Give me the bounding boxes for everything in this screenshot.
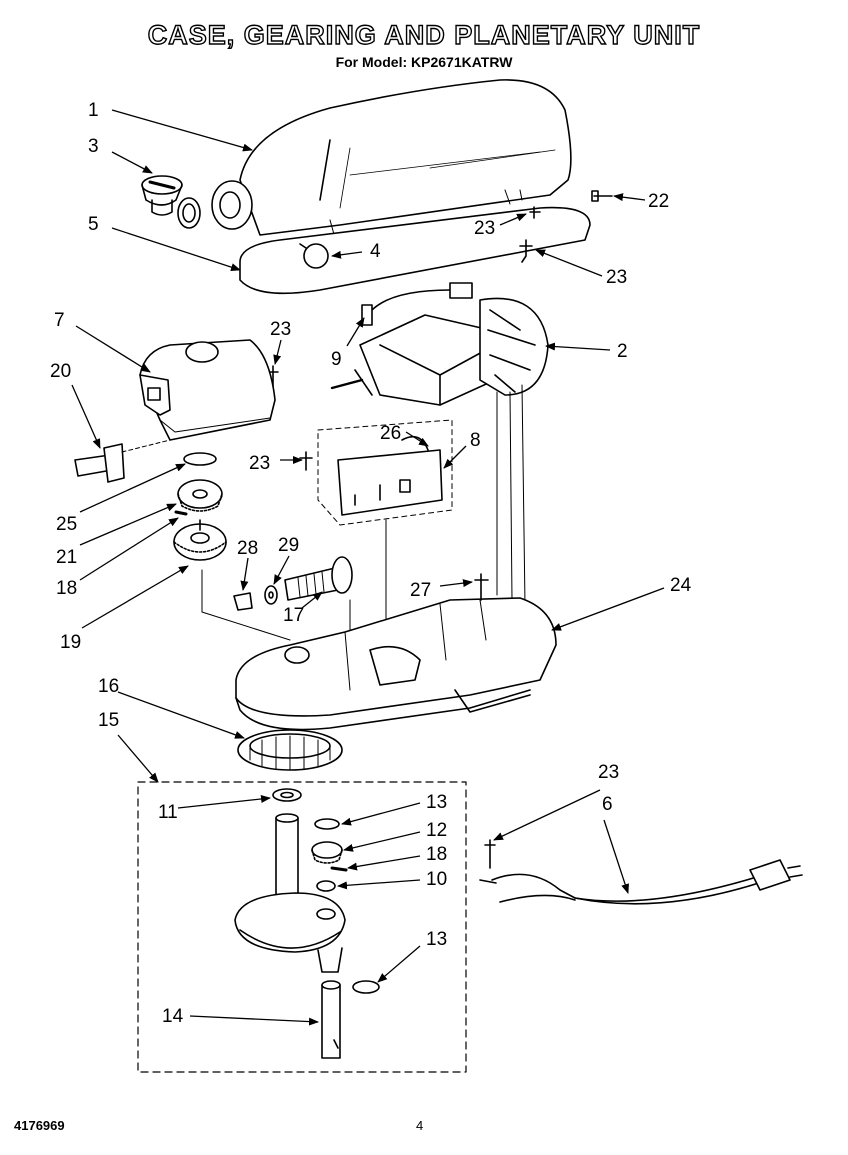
callout-20: 20 <box>50 361 71 382</box>
leader-5 <box>111 227 241 271</box>
callout-5: 5 <box>88 214 99 235</box>
attachment-knob-part <box>141 175 201 229</box>
callout-24: 24 <box>670 575 692 596</box>
leader-7 <box>75 325 151 373</box>
callout-17: 17 <box>283 605 304 626</box>
leader-18a <box>79 517 179 581</box>
callout-3: 3 <box>88 136 99 157</box>
hinge-pin-part <box>299 243 329 269</box>
leader-6 <box>603 819 629 894</box>
callout-8: 8 <box>470 430 481 451</box>
planetary-parts <box>234 788 380 1059</box>
callout-28: 28 <box>237 538 258 559</box>
callout-15: 15 <box>98 710 119 731</box>
planetary-unit-frame <box>137 781 467 1073</box>
leader-21 <box>79 503 177 546</box>
leader-13b <box>377 945 421 983</box>
leader-19 <box>81 565 189 629</box>
guide-line-motor <box>496 384 526 606</box>
leader-11 <box>177 794 271 809</box>
drive-gear-part <box>174 479 223 516</box>
callout-22: 22 <box>648 191 669 212</box>
leader-23b <box>535 249 603 277</box>
callout-23-motor: 23 <box>606 267 627 288</box>
motor-part <box>330 297 549 406</box>
attachment-shaft-part <box>74 439 171 483</box>
snap-ring-part <box>183 452 217 466</box>
power-cord-part <box>479 839 803 905</box>
leader-13a <box>341 802 421 826</box>
leader-16 <box>117 691 245 739</box>
callout-4: 4 <box>370 241 381 262</box>
leader-10 <box>337 879 421 890</box>
leader-18b <box>347 855 421 871</box>
worm-assembly-part <box>233 556 353 611</box>
leader-24 <box>551 587 665 631</box>
callout-18-lower: 18 <box>426 844 447 865</box>
callout-23-gearcase: 23 <box>270 319 291 340</box>
bevel-gear-part <box>173 519 227 561</box>
leader-29 <box>273 555 290 585</box>
motor-housing-part <box>211 79 572 239</box>
leader-12 <box>343 831 421 852</box>
leader-4 <box>331 250 363 259</box>
leader-23a <box>499 213 527 226</box>
leader-14 <box>189 1015 319 1026</box>
model-line: For Model: KP2671KATRW <box>335 54 513 70</box>
leader-22 <box>613 193 646 202</box>
screw-23-mid-part <box>519 239 533 263</box>
leader-26 <box>405 431 429 447</box>
leader-17 <box>301 591 323 609</box>
callout-18-upper: 18 <box>56 578 77 599</box>
callout-25: 25 <box>56 514 77 535</box>
callout-21: 21 <box>56 547 77 568</box>
callout-23-cord: 23 <box>598 762 619 783</box>
leader-9 <box>346 317 365 347</box>
callout-6: 6 <box>602 794 613 815</box>
callout-10: 10 <box>426 869 447 890</box>
callout-9: 9 <box>331 349 342 370</box>
callout-23-board: 23 <box>249 453 270 474</box>
screw-22-part <box>591 190 613 202</box>
leader-20 <box>71 384 101 449</box>
leader-15 <box>117 734 159 783</box>
housing-gasket-part <box>239 206 591 295</box>
wire-harness-part <box>361 282 473 326</box>
leader-25 <box>79 463 186 513</box>
leader-1 <box>111 109 253 152</box>
callout-13-lower: 13 <box>426 929 447 950</box>
leader-2 <box>545 342 611 351</box>
callout-1: 1 <box>88 100 99 121</box>
leader-8 <box>443 445 467 469</box>
callout-13-upper: 13 <box>426 792 447 813</box>
callout-11: 11 <box>158 802 178 823</box>
callout-23-top: 23 <box>474 218 495 239</box>
leader-27 <box>439 579 473 588</box>
screw-27-part <box>474 573 489 601</box>
document-number: 4176969 <box>14 1118 65 1133</box>
callout-7: 7 <box>54 310 65 331</box>
screw-23-top-part <box>529 206 541 219</box>
callout-14: 14 <box>162 1006 184 1027</box>
page-title: CASE, GEARING AND PLANETARY UNIT <box>147 19 701 50</box>
callout-12: 12 <box>426 820 447 841</box>
callout-16: 16 <box>98 676 119 697</box>
ring-gear-part <box>237 729 343 771</box>
callout-2: 2 <box>617 341 628 362</box>
leader-23c <box>273 339 282 365</box>
leader-3 <box>111 151 153 174</box>
callout-19: 19 <box>60 632 81 653</box>
callout-26: 26 <box>380 423 401 444</box>
page-number: 4 <box>416 1118 424 1133</box>
screw-23-board-part <box>299 451 313 471</box>
gear-case-part <box>139 339 276 441</box>
leader-23e <box>493 789 601 841</box>
callout-27: 27 <box>410 580 431 601</box>
callout-29: 29 <box>278 535 299 556</box>
control-board-part <box>317 419 453 526</box>
leader-28 <box>240 557 249 591</box>
